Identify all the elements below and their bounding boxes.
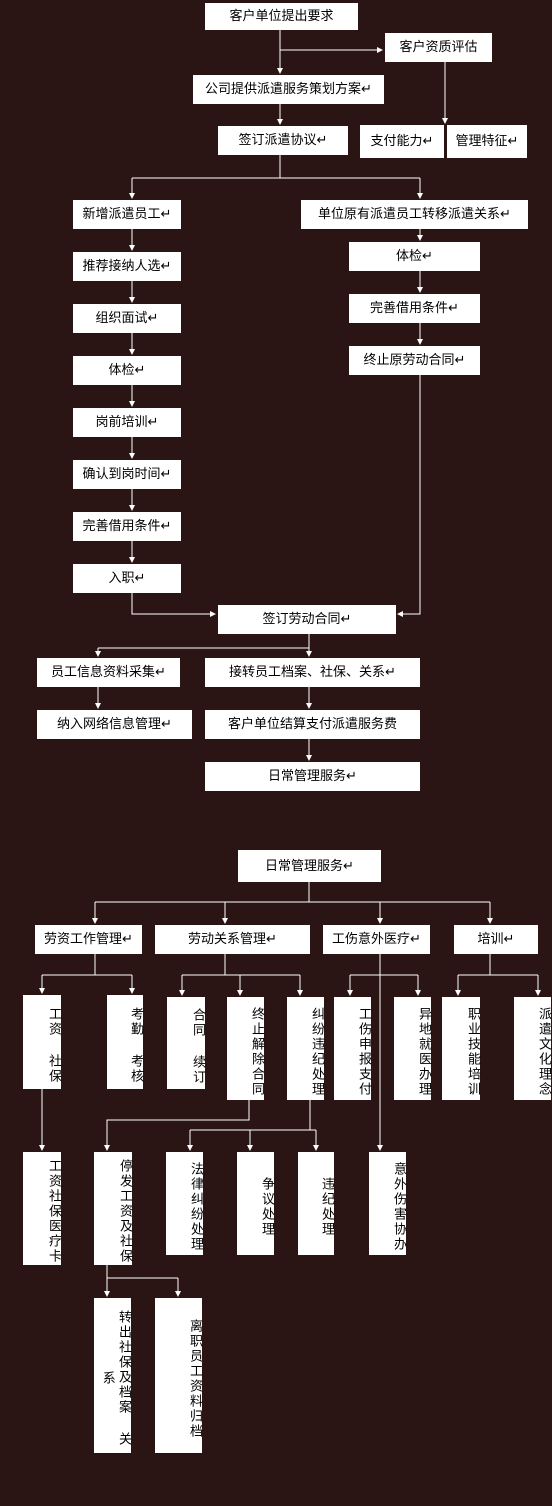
step-pre-job-training: 岗前培训↵ <box>73 408 181 437</box>
step-client-qualification-assessment: 客户资质评估 <box>385 33 492 62</box>
node-label: 工伤申报支付 <box>356 1006 371 1097</box>
step-label: 签订派遣协议↵ <box>238 133 328 148</box>
leaf-wages-social-security: 工资 社保 <box>23 995 61 1089</box>
step-label: 日常管理服务↵ <box>268 769 357 784</box>
step-confirm-start-date: 确认到岗时间↵ <box>73 460 181 489</box>
step-label: 推荐接纳人选↵ <box>82 259 172 274</box>
leaf-legal-dispute: 法律纠纷处理 <box>166 1152 203 1255</box>
node-label: 培训↵ <box>477 932 515 947</box>
step-sign-dispatch-agreement: 签订派遣协议↵ <box>218 126 348 155</box>
step-label: 确认到岗时间↵ <box>82 467 172 482</box>
node-label: 纠纷违纪处理 <box>309 1006 324 1097</box>
leaf-stop-wages: 停发工资及社保 <box>94 1152 132 1265</box>
step-label: 签订劳动合同↵ <box>262 612 352 627</box>
leaf-medical-card: 工资社保医疗卡 <box>23 1152 61 1265</box>
connector <box>397 375 421 617</box>
leaf-remote-medical: 异地就医办理 <box>394 997 431 1100</box>
leaf-transfer-files-out: 转出社保及档案 关系 <box>94 1298 131 1453</box>
step-label: 完善借用条件↵ <box>82 519 172 534</box>
leaf-attendance-assessment: 考勤 考核 <box>107 995 143 1089</box>
step-medical-exam-left: 体检↵ <box>73 356 181 385</box>
step-label: 组织面试↵ <box>95 311 159 326</box>
leaf-dispute-handling: 争议处理 <box>237 1152 274 1255</box>
step-client-request: 客户单位提出要求 <box>205 3 358 30</box>
node-label: 职业技能培训 <box>465 1006 480 1097</box>
step-sign-labor-contract: 签订劳动合同↵ <box>218 605 396 634</box>
connector <box>104 1100 250 1151</box>
step-borrowing-conditions-right: 完善借用条件↵ <box>349 294 480 323</box>
step-label: 新增派遣员工↵ <box>82 207 172 222</box>
step-interview: 组织面试↵ <box>73 304 181 333</box>
node-label: 工资 社保 <box>46 1006 61 1084</box>
step-transfer-existing-staff: 单位原有派遣员工转移派遣关系↵ <box>301 200 528 229</box>
step-network-info-management: 纳入网络信息管理↵ <box>37 710 192 739</box>
node-label: 工伤意外医疗↵ <box>332 932 421 947</box>
step-transfer-files: 接转员工档案、社保、关系↵ <box>205 658 420 687</box>
step-recommend-candidates: 推荐接纳人选↵ <box>73 252 181 281</box>
node-label: 离职员工资料归档 <box>187 1318 202 1439</box>
step-label: 单位原有派遣员工转移派遣关系↵ <box>318 207 511 222</box>
step-onboarding: 入职↵ <box>73 564 181 593</box>
leaf-archive-resigned: 离职员工资料归档 <box>155 1298 202 1453</box>
node-label: 异地就医办理 <box>416 1006 431 1097</box>
step-label: 客户资质评估 <box>399 40 478 55</box>
leaf-vocational-training: 职业技能培训 <box>442 997 480 1100</box>
leaf-dispatch-culture: 派遣文化理念 <box>514 997 551 1100</box>
step-label: 客户单位结算支付派遣服务费 <box>227 717 397 732</box>
step-dispatch-plan: 公司提供派遣服务策划方案↵ <box>193 75 384 104</box>
leaf-discipline-handling: 违纪处理 <box>298 1152 334 1255</box>
step-label: 入职↵ <box>108 571 146 586</box>
tree-root-daily-management: 日常管理服务↵ <box>238 850 381 882</box>
step-management-characteristics: 管理特征↵ <box>447 125 527 158</box>
step-client-settlement: 客户单位结算支付派遣服务费 <box>205 710 420 739</box>
node-label: 违纪处理 <box>319 1176 334 1237</box>
step-label: 体检↵ <box>108 363 146 378</box>
node-label: 转出社保及档案 关系 <box>99 1310 131 1447</box>
tree-payroll-management: 劳资工作管理↵ <box>35 925 142 954</box>
node-label: 法律纠纷处理 <box>188 1161 203 1252</box>
step-label: 公司提供派遣服务策划方案↵ <box>205 82 372 97</box>
leaf-accident-assist: 意外伤害协办 <box>369 1152 406 1255</box>
connector <box>131 593 216 617</box>
step-label: 纳入网络信息管理↵ <box>57 717 172 732</box>
step-new-dispatched-staff: 新增派遣员工↵ <box>73 200 181 229</box>
leaf-dispute-discipline: 纠纷违纪处理 <box>287 997 324 1100</box>
step-label: 管理特征↵ <box>455 134 519 149</box>
leaf-injury-claim-payment: 工伤申报支付 <box>334 997 371 1100</box>
step-collect-staff-info: 员工信息资料采集↵ <box>37 658 180 687</box>
node-label: 日常管理服务↵ <box>265 858 354 874</box>
node-label: 工资社保医疗卡 <box>46 1159 61 1264</box>
node-label: 终止解除合同 <box>249 1006 264 1097</box>
step-label: 岗前培训↵ <box>95 415 159 430</box>
step-daily-management: 日常管理服务↵ <box>205 762 420 791</box>
node-label: 考勤 考核 <box>128 1006 143 1084</box>
leaf-terminate-contract: 终止解除合同 <box>227 997 264 1100</box>
node-label: 派遣文化理念 <box>536 1006 551 1097</box>
step-payment-capacity: 支付能力↵ <box>360 125 444 158</box>
step-label: 接转员工档案、社保、关系↵ <box>229 665 396 680</box>
step-label: 支付能力↵ <box>370 134 434 149</box>
step-label: 客户单位提出要求 <box>229 9 334 24</box>
step-label: 完善借用条件↵ <box>370 301 459 316</box>
step-label: 体检↵ <box>396 249 433 264</box>
node-label: 劳动关系管理↵ <box>188 932 277 947</box>
node-label: 意外伤害协办 <box>391 1161 406 1252</box>
tree-labor-relations: 劳动关系管理↵ <box>155 925 310 954</box>
step-label: 终止原劳动合同↵ <box>363 353 466 368</box>
leaf-contract-renewal: 合同 续订 <box>167 997 205 1089</box>
node-label: 停发工资及社保 <box>117 1159 132 1264</box>
node-label: 合同 续订 <box>190 1007 205 1085</box>
node-label: 争议处理 <box>259 1176 274 1237</box>
step-borrowing-conditions-left: 完善借用条件↵ <box>73 512 181 541</box>
step-medical-exam-right: 体检↵ <box>349 242 480 271</box>
tree-training: 培训↵ <box>454 925 538 954</box>
tree-work-injury-medical: 工伤意外医疗↵ <box>323 925 430 954</box>
step-label: 员工信息资料采集↵ <box>51 665 166 680</box>
step-terminate-original-contract: 终止原劳动合同↵ <box>349 346 480 375</box>
node-label: 劳资工作管理↵ <box>44 932 133 947</box>
